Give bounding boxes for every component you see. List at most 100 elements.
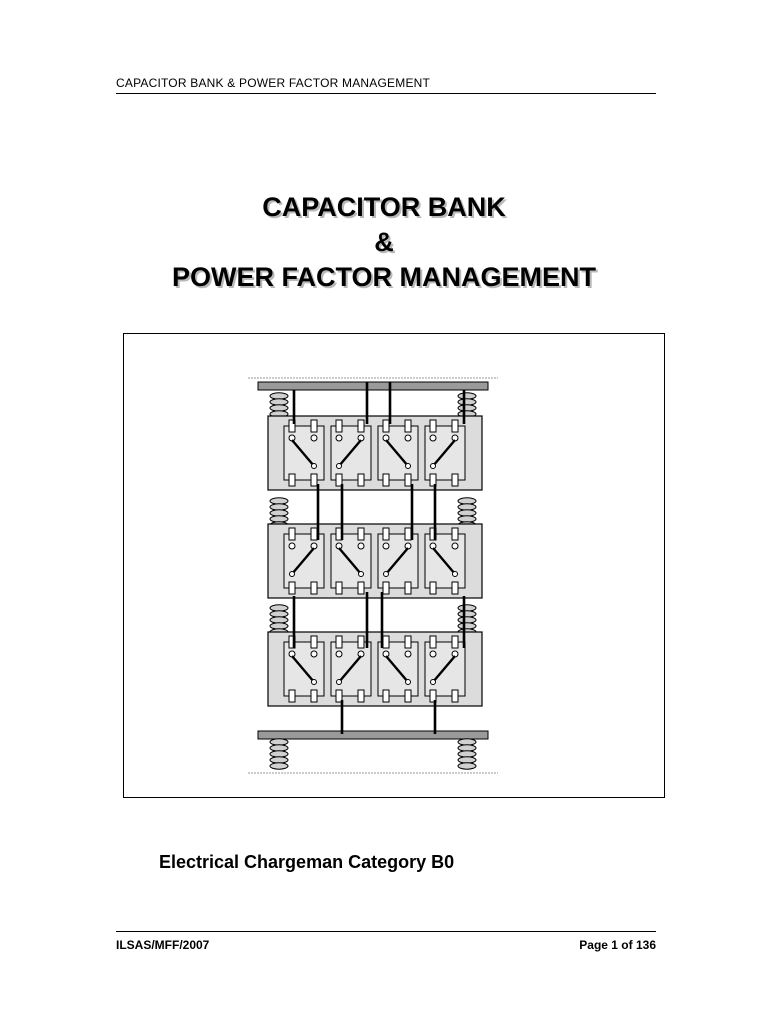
terminal xyxy=(288,689,296,703)
terminal-bolt xyxy=(382,542,390,550)
link-end xyxy=(336,463,342,469)
terminal xyxy=(451,581,459,595)
terminal-bolt xyxy=(429,434,437,442)
terminal-bolt xyxy=(451,542,459,550)
running-header: CAPACITOR BANK & POWER FACTOR MANAGEMENT xyxy=(116,76,656,94)
terminal xyxy=(335,419,343,433)
terminal-bolt xyxy=(404,650,412,658)
link-end xyxy=(452,571,458,577)
connection-link xyxy=(291,547,315,575)
title-line-2: & xyxy=(374,227,394,257)
insulator-stack xyxy=(269,738,289,746)
terminal xyxy=(382,689,390,703)
link-end xyxy=(405,679,411,685)
insulator-stack xyxy=(457,762,477,770)
terminal xyxy=(429,473,437,487)
terminal xyxy=(335,473,343,487)
connection-link xyxy=(432,547,456,575)
link-end xyxy=(358,571,364,577)
terminal xyxy=(451,635,459,649)
insulator-stack xyxy=(457,744,477,752)
connection-link xyxy=(291,655,315,683)
terminal xyxy=(382,581,390,595)
terminal xyxy=(451,527,459,541)
terminal-bolt xyxy=(310,434,318,442)
terminal xyxy=(357,635,365,649)
document-title: CAPACITOR BANK & POWER FACTOR MANAGEMENT xyxy=(0,190,768,295)
terminal xyxy=(310,635,318,649)
connection-link xyxy=(432,439,456,467)
insulator-stack xyxy=(457,756,477,764)
connection-link xyxy=(385,547,409,575)
footer: ILSAS/MFF/2007 Page 1 of 136 xyxy=(116,931,656,952)
insulator-stack xyxy=(269,762,289,770)
insulator-stack xyxy=(269,756,289,764)
insulator-stack xyxy=(269,604,289,612)
insulator-stack xyxy=(269,515,289,523)
terminal xyxy=(357,689,365,703)
terminal xyxy=(288,527,296,541)
terminal xyxy=(357,581,365,595)
link-end xyxy=(405,463,411,469)
terminal xyxy=(310,581,318,595)
terminal xyxy=(404,473,412,487)
terminal xyxy=(429,419,437,433)
link-end xyxy=(289,571,295,577)
capacitor-bank-illustration xyxy=(248,377,498,774)
terminal xyxy=(310,689,318,703)
insulator-stack xyxy=(457,404,477,412)
connection-link xyxy=(338,655,362,683)
terminal-bolt xyxy=(429,650,437,658)
terminal xyxy=(357,473,365,487)
connection-link xyxy=(338,547,362,575)
link-end xyxy=(430,679,436,685)
terminal xyxy=(404,689,412,703)
link-end xyxy=(336,679,342,685)
terminal xyxy=(451,419,459,433)
terminal xyxy=(310,527,318,541)
terminal xyxy=(429,635,437,649)
terminal xyxy=(404,527,412,541)
footer-doc-code: ILSAS/MFF/2007 xyxy=(116,938,210,952)
insulator-stack xyxy=(269,404,289,412)
terminal xyxy=(335,635,343,649)
terminal-bolt xyxy=(335,650,343,658)
terminal xyxy=(310,419,318,433)
top-busbar xyxy=(257,381,489,391)
link-end xyxy=(383,571,389,577)
terminal xyxy=(335,581,343,595)
terminal xyxy=(382,473,390,487)
terminal xyxy=(404,419,412,433)
terminal xyxy=(404,635,412,649)
insulator-stack xyxy=(269,750,289,758)
insulator-stack xyxy=(269,497,289,505)
title-line-3: POWER FACTOR MANAGEMENT xyxy=(172,262,596,292)
insulator-stack xyxy=(457,604,477,612)
insulator-stack xyxy=(269,622,289,630)
subtitle: Electrical Chargeman Category B0 xyxy=(159,852,455,872)
insulator-stack xyxy=(269,398,289,406)
terminal-bolt xyxy=(310,650,318,658)
insulator-stack xyxy=(457,610,477,618)
terminal xyxy=(310,473,318,487)
insulator-stack xyxy=(269,744,289,752)
terminal xyxy=(404,581,412,595)
terminal-bolt xyxy=(288,542,296,550)
terminal xyxy=(382,527,390,541)
terminal xyxy=(288,473,296,487)
insulator-stack xyxy=(457,398,477,406)
terminal xyxy=(357,419,365,433)
terminal-bolt xyxy=(335,434,343,442)
insulator-stack xyxy=(457,622,477,630)
terminal xyxy=(288,581,296,595)
insulator-stack xyxy=(269,610,289,618)
terminal xyxy=(357,527,365,541)
terminal-bolt xyxy=(357,542,365,550)
terminal xyxy=(335,689,343,703)
insulator-stack xyxy=(457,497,477,505)
connection-link xyxy=(432,655,456,683)
insulator-stack xyxy=(269,392,289,400)
connection-link xyxy=(338,439,362,467)
insulator-stack xyxy=(457,738,477,746)
bottom-busbar xyxy=(257,730,489,740)
